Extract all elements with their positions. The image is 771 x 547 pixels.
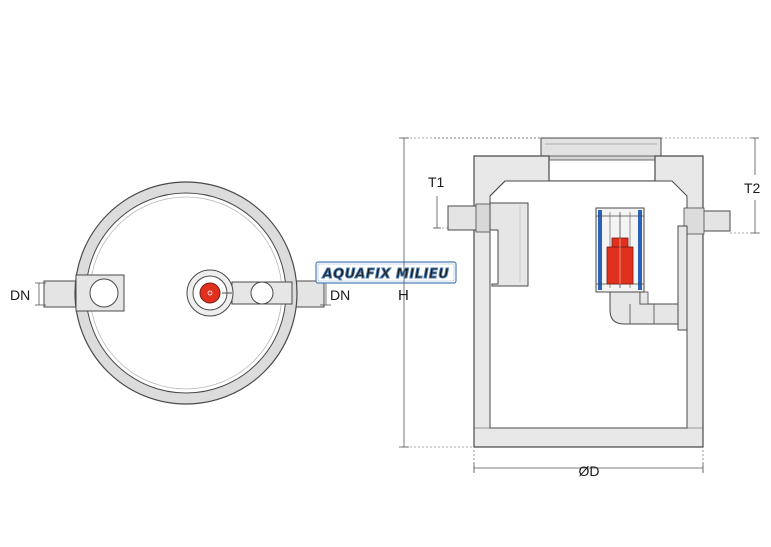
lid-flange bbox=[536, 155, 666, 161]
tank-shoulder-left bbox=[489, 180, 506, 197]
float-cage-bar-right bbox=[638, 210, 642, 290]
outlet-drop-pipe bbox=[677, 225, 688, 331]
aquafix-logo: AQUAFIX MILIEU bbox=[315, 261, 457, 284]
inlet-baffle bbox=[489, 202, 529, 287]
top-view-float-center bbox=[207, 290, 213, 296]
lid-cover bbox=[540, 137, 662, 159]
outlet-pipe bbox=[702, 210, 731, 232]
float-cage-bar-left bbox=[598, 210, 602, 290]
dn-right-label: DN bbox=[330, 287, 350, 303]
height-label: H bbox=[398, 287, 409, 304]
outlet-elbow bbox=[609, 291, 679, 325]
top-view-float bbox=[199, 282, 221, 304]
dn-left-label: DN bbox=[10, 287, 30, 303]
float-cage bbox=[595, 207, 645, 293]
t1-label: T1 bbox=[428, 174, 445, 190]
outlet-elbow-stub bbox=[639, 291, 649, 305]
top-view-outlet-opening bbox=[250, 281, 274, 305]
top-view-inlet-opening bbox=[89, 278, 119, 308]
inlet-pipe-collar bbox=[475, 203, 491, 233]
top-view-inlet-pipe bbox=[43, 280, 77, 308]
outlet-pipe-collar bbox=[683, 207, 705, 235]
diameter-label: ØD bbox=[579, 463, 600, 479]
dimensions: H T1 T2 ØD bbox=[398, 137, 761, 479]
logo-text: AQUAFIX MILIEU bbox=[322, 267, 450, 282]
t2-label: T2 bbox=[744, 180, 761, 196]
side-view bbox=[447, 137, 731, 448]
top-view: DN DN bbox=[10, 181, 350, 405]
